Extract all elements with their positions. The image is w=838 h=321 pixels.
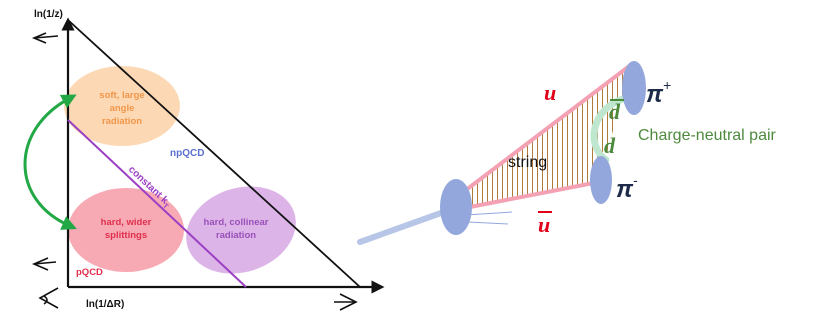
soft-label-line-1: soft, large [99,90,144,101]
charge-neutral-pair-label: Charge-neutral pair [638,127,777,144]
pion-minus-symbol: π [616,176,634,203]
pion-plus-symbol: π [646,81,664,108]
d-label: d [604,133,616,158]
soft-label-line-3: radiation [102,116,142,127]
x-axis-label: ln(1/ΔR) [86,299,124,310]
pion-minus-charge: - [633,172,638,188]
string-fragmentation-diagram: u u d d string π+ π- Charge-neutral pair [360,61,777,242]
pion-plus-ellipse [622,61,646,115]
pion-minus-label: π- [616,172,638,203]
soft-label-line-2: angle [110,103,135,114]
npqcd-label: npQCD [170,148,204,159]
pion-minus-ellipse [590,156,612,204]
spray-line-2 [468,222,508,224]
origin-ellipse [440,179,472,235]
hard-collinear-line-2: radiation [216,230,256,241]
pion-plus-label: π+ [646,77,671,108]
pion-plus-charge: + [663,77,671,93]
green-double-arrow [25,98,70,226]
hard-collinear-line-1: hard, collinear [204,217,269,228]
pqcd-label: pQCD [76,267,103,278]
string-label: string [508,154,547,171]
dbar-label: d [609,99,621,124]
quark-u-label: u [544,80,556,105]
y-axis-direction-sketch-bottom [34,258,56,270]
antiquark-u-label: u [538,212,550,237]
y-axis-direction-sketch-top [34,33,58,43]
lund-plane-diagram: ln(1/z) ln(1/ΔR) soft, large angle radia… [25,9,378,310]
spray-line-1 [466,212,512,215]
hard-wider-line-2: splittings [105,230,147,241]
angle-sketch [40,288,58,308]
hard-wider-line-1: hard, wider [101,217,152,228]
y-axis-label: ln(1/z) [34,9,63,20]
x-axis-direction-sketch [334,294,356,310]
